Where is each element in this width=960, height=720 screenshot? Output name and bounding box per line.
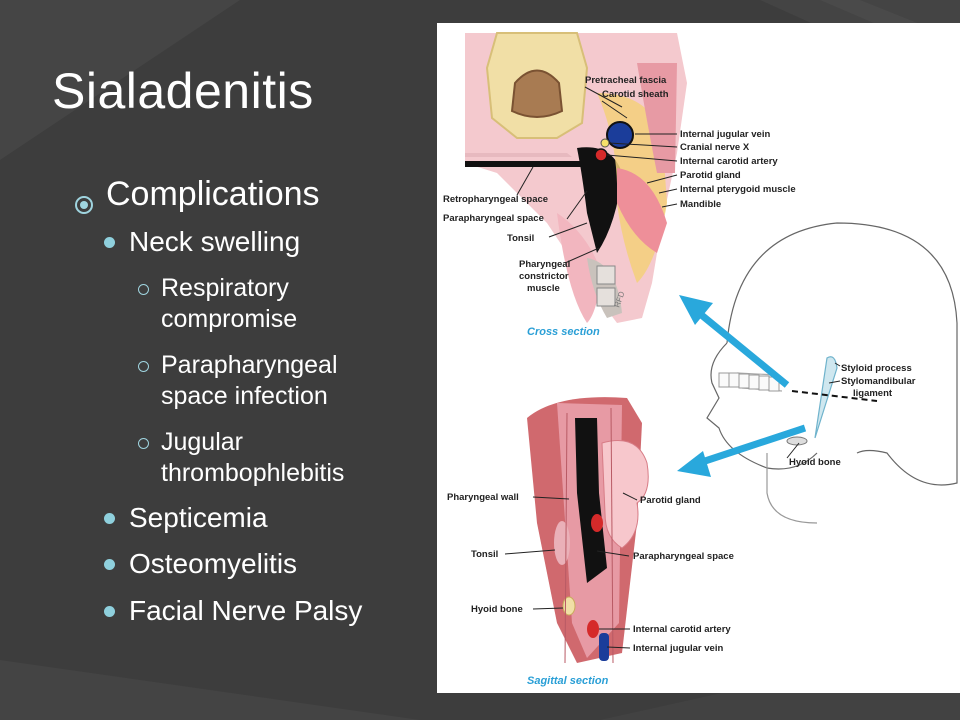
list-item-facial-nerve-palsy: Facial Nerve Palsy xyxy=(104,595,362,627)
dot-bullet-icon xyxy=(104,236,115,248)
label-hyoid-bone-sagittal: Hyoid bone xyxy=(471,604,523,615)
dot-bullet-icon xyxy=(104,512,115,524)
circle-bullet-icon xyxy=(138,438,149,449)
arrow-icon xyxy=(677,295,807,477)
slide-title: Sialadenitis xyxy=(52,63,314,119)
label-pharyngeal-constrictor-line3: muscle xyxy=(527,283,560,294)
label-tonsil-sagittal: Tonsil xyxy=(471,549,498,560)
label-stylomandibular-line2: ligament xyxy=(853,388,893,399)
sub-item-line: Jugular xyxy=(161,428,243,456)
label-parotid-gland: Parotid gland xyxy=(680,170,741,181)
caption-cross-section: Cross section xyxy=(527,326,600,338)
circle-bullet-icon xyxy=(138,284,149,295)
stylomandibular-ligament-line xyxy=(791,390,878,402)
cross-section-illustration: RFD xyxy=(465,32,687,323)
heading-complications: Complications xyxy=(106,175,320,213)
label-pharyngeal-constrictor-line2: constrictor xyxy=(519,271,569,282)
heading-bullet-complications: Complications xyxy=(74,175,320,214)
ring-bullet-icon xyxy=(74,185,94,214)
sub-item-respiratory-compromise: Respiratory compromise xyxy=(138,273,297,335)
label-pharyngeal-wall: Pharyngeal wall xyxy=(447,492,519,503)
label-internal-carotid-artery-sagittal: Internal carotid artery xyxy=(633,624,731,635)
sagittal-section-illustration xyxy=(527,397,649,664)
item-label: Facial Nerve Palsy xyxy=(129,595,363,626)
label-retropharyngeal-space: Retropharyngeal space xyxy=(443,194,548,205)
skull-teeth xyxy=(718,372,780,392)
item-label: Septicemia xyxy=(129,502,268,533)
sub-item-jugular-thrombophlebitis: Jugular thrombophlebitis xyxy=(138,427,344,489)
list-item-neck-swelling: Neck swelling xyxy=(104,226,300,258)
label-pretracheal-fascia: Pretracheal fascia xyxy=(585,75,667,86)
dot-bullet-icon xyxy=(104,605,115,617)
anatomy-illustration: RFD Pretracheal fascia Carotid sheath In… xyxy=(443,32,958,687)
label-parotid-gland-sagittal: Parotid gland xyxy=(640,495,701,506)
sub-item-parapharyngeal-space-infection: Parapharyngeal space infection xyxy=(138,350,338,412)
dot-bullet-icon xyxy=(104,558,115,570)
label-tonsil: Tonsil xyxy=(507,233,534,244)
label-pharyngeal-constrictor-line1: Pharyngeal xyxy=(519,259,570,270)
label-mandible: Mandible xyxy=(680,199,721,210)
label-internal-carotid-artery: Internal carotid artery xyxy=(680,156,778,167)
sub-item-line: Respiratory xyxy=(161,274,289,302)
label-internal-jugular-vein-sagittal: Internal jugular vein xyxy=(633,643,723,654)
label-parapharyngeal-space: Parapharyngeal space xyxy=(443,213,544,224)
label-internal-jugular-vein: Internal jugular vein xyxy=(680,129,770,140)
sub-item-line: compromise xyxy=(161,305,298,333)
sub-item-line: thrombophlebitis xyxy=(161,459,345,487)
label-parapharyngeal-space-sagittal: Parapharyngeal space xyxy=(633,551,734,562)
label-styloid-process: Styloid process xyxy=(841,363,912,374)
item-label: Osteomyelitis xyxy=(129,548,298,579)
hyoid-bone-shape xyxy=(786,436,808,446)
sub-item-line: space infection xyxy=(161,382,328,410)
styloid-process-shape xyxy=(814,356,838,439)
sub-item-line: Parapharyngeal xyxy=(161,351,338,379)
label-internal-pterygoid-muscle: Internal pterygoid muscle xyxy=(680,184,796,195)
label-stylomandibular-line1: Stylomandibular xyxy=(841,376,916,387)
circle-bullet-icon xyxy=(138,361,149,372)
label-carotid-sheath: Carotid sheath xyxy=(602,89,669,100)
list-item-septicemia: Septicemia xyxy=(104,502,268,534)
label-hyoid-bone-skull: Hyoid bone xyxy=(789,457,841,468)
caption-sagittal-section: Sagittal section xyxy=(527,675,609,687)
list-item-osteomyelitis: Osteomyelitis xyxy=(104,548,297,580)
anatomy-figure: RFD Pretracheal fascia Carotid sheath In… xyxy=(437,23,960,693)
label-cranial-nerve-x: Cranial nerve X xyxy=(680,142,750,153)
item-label: Neck swelling xyxy=(129,226,301,257)
